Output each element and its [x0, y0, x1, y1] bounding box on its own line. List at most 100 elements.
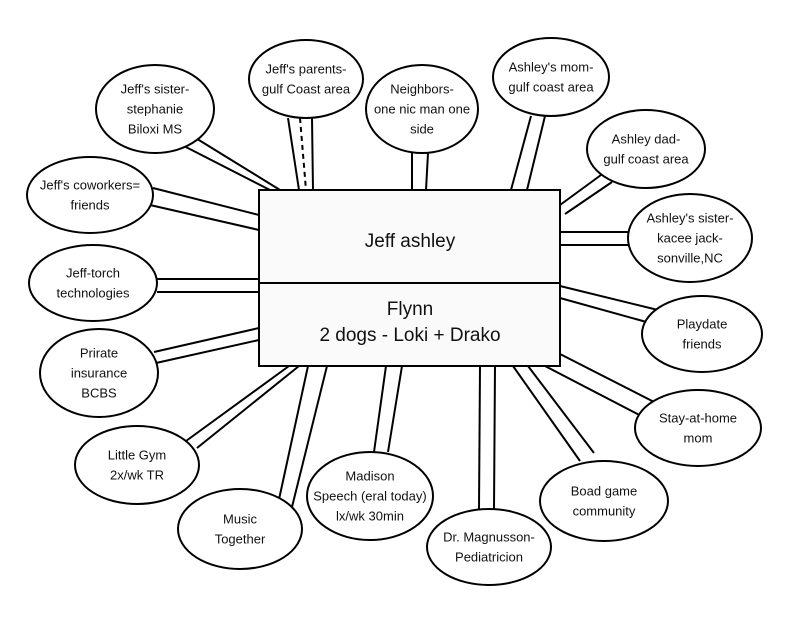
center-box-frame — [258, 189, 561, 367]
node-label-line: Ashley's mom- — [509, 60, 594, 75]
connector-line — [149, 204, 260, 231]
connector-line — [478, 365, 481, 510]
node-ellipse — [28, 244, 158, 322]
connector-line — [196, 365, 300, 449]
node-label-line: technologies — [57, 286, 130, 301]
node-ellipse — [492, 37, 610, 117]
node-label-line: Stay-at-home — [659, 411, 737, 426]
connector-line — [373, 365, 387, 453]
connector-line — [425, 152, 429, 191]
connector-line — [512, 365, 581, 462]
node-5: Ashley dad-gulf coast area — [586, 109, 706, 189]
node-label-line: Speech (eral today) — [313, 489, 426, 504]
node-7: Ashley's sister-kacee jack-sonville,NC — [627, 193, 753, 283]
connector-line — [277, 365, 309, 505]
connector-line — [387, 365, 403, 453]
node-label-line: Pediatricion — [455, 550, 523, 565]
node-label-line: stephanie — [127, 102, 183, 117]
node-label-line: Jeff's parents- — [265, 62, 346, 77]
node-label-line: BCBS — [81, 386, 117, 401]
node-label-line: sonville,NC — [657, 251, 723, 266]
node-6: Jeff's coworkers= friends — [26, 156, 154, 234]
node-label-line: Little Gym — [108, 448, 167, 463]
center-household-box: Jeff ashley Flynn 2 dogs - Loki + Drako — [258, 189, 561, 367]
connector-4 — [179, 136, 281, 191]
connector-line — [185, 365, 290, 442]
node-label-line: gulf Coast area — [262, 82, 351, 97]
node-label-line: Biloxi MS — [128, 122, 183, 137]
node-label-line: Boad game — [571, 484, 638, 499]
connector-12 — [185, 365, 300, 449]
connector-line — [291, 365, 328, 508]
node-ellipse — [426, 508, 552, 586]
connector-line — [287, 117, 300, 191]
connector-line — [152, 187, 260, 216]
connector-line — [493, 365, 496, 510]
node-label-line: Neighbors- — [390, 82, 454, 97]
node-ellipse — [641, 295, 763, 373]
node-label-line: gulf coast area — [508, 80, 594, 95]
node-label-line: gulf coast area — [603, 152, 689, 167]
connector-line — [193, 136, 281, 191]
connector-3 — [510, 115, 546, 191]
connector-8 — [157, 278, 259, 293]
node-ellipse — [95, 64, 215, 154]
connector-9 — [559, 285, 659, 324]
connector-2 — [411, 152, 429, 191]
node-label-line: Dr. Magnusson- — [443, 530, 535, 545]
node-label-line: Prirate — [80, 346, 118, 361]
node-label-line: one nic man one — [374, 102, 470, 117]
connector-10 — [153, 327, 260, 364]
node-1: Jeff's parents-gulf Coast area — [248, 39, 364, 119]
node-9: Playdate friends — [641, 295, 763, 373]
connector-5 — [559, 174, 613, 215]
connector-line — [155, 339, 260, 364]
node-label-line: lx/wk 30min — [336, 509, 404, 524]
node-label-line: friends — [70, 198, 110, 213]
node-label-line: Madison — [345, 469, 394, 484]
node-ellipse — [586, 109, 706, 189]
node-label-line: Music — [223, 512, 257, 527]
node-ellipse — [177, 488, 303, 570]
node-label-line: Together — [215, 532, 266, 547]
node-8: Jeff-torch technologies — [28, 244, 158, 322]
node-ellipse — [365, 64, 479, 154]
node-ellipse — [627, 193, 753, 283]
node-label-line: Playdate — [677, 317, 728, 332]
node-label-line: Jeff's coworkers= — [40, 178, 140, 193]
connector-15 — [277, 365, 328, 508]
node-label-line: friends — [682, 337, 722, 352]
node-ellipse — [248, 39, 364, 119]
connector-13 — [512, 365, 595, 462]
node-label-line: side — [410, 122, 434, 137]
connector-layer — [149, 115, 661, 510]
connector-line — [559, 297, 651, 324]
center-parents-label: Jeff ashley — [365, 231, 456, 252]
node-label-line: mom — [684, 431, 713, 446]
connector-11 — [544, 353, 661, 421]
node-ellipse — [26, 156, 154, 234]
connector-line — [564, 181, 613, 215]
connector-1 — [287, 117, 314, 191]
node-2: Neighbors-one nic man one side — [365, 64, 479, 154]
node-12: Little Gym 2x/wk TR — [74, 425, 200, 505]
connector-14 — [373, 365, 403, 453]
connector-line — [526, 115, 546, 191]
node-label-line: 2x/wk TR — [110, 468, 164, 483]
node-ellipse — [539, 460, 669, 542]
node-label-line: Jeff-torch — [66, 266, 120, 281]
connector-line — [544, 365, 650, 421]
node-ellipse — [74, 425, 200, 505]
center-child-label: Flynn — [387, 299, 433, 320]
node-label-line: Ashley dad- — [612, 132, 681, 147]
node-3: Ashley's mom-gulf coast area — [492, 37, 610, 117]
node-label-line: Jeff's sister- — [121, 82, 190, 97]
connector-6 — [149, 187, 260, 231]
node-11: Stay-at-home mom — [634, 389, 762, 467]
node-label-line: insurance — [71, 366, 127, 381]
